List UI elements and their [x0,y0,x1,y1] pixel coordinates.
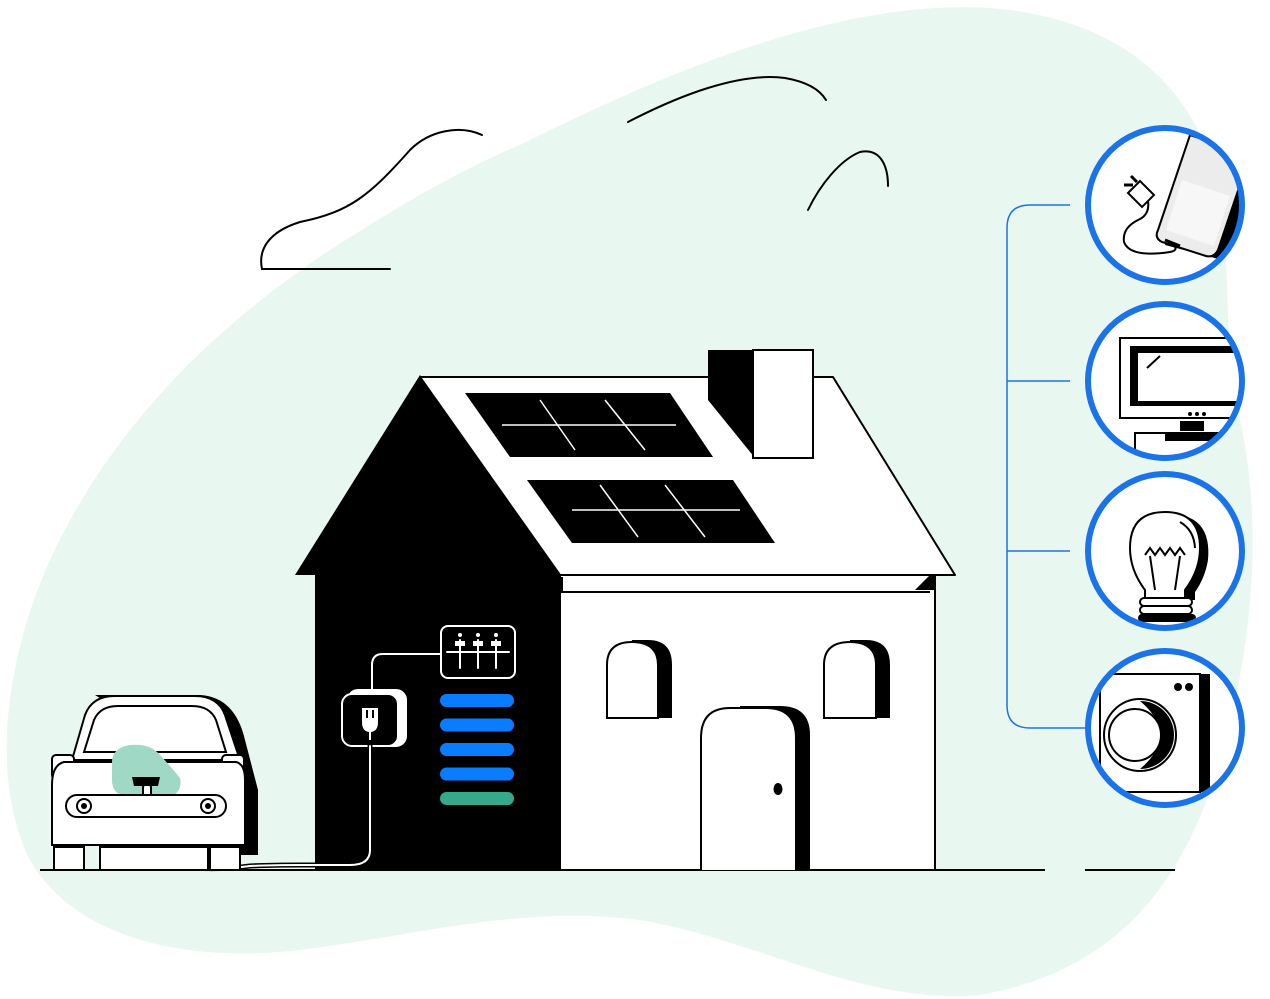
battery-segment-green [440,792,514,805]
solar-panel [527,480,775,543]
battery-segment-blue [440,767,514,781]
house [295,349,956,871]
car-charge-port-glow [112,744,181,799]
wall-charger [341,689,407,747]
battery-segment-blue [440,694,514,707]
house-door [700,706,810,870]
house-window [606,640,672,719]
chimney [708,349,814,459]
electric-meter [440,625,516,679]
phone-charger-icon [1085,125,1245,285]
charger-meter-wire [371,653,441,690]
plug-socket-icon [362,708,378,740]
light-bulb-icon [1085,471,1245,631]
door-knob [773,783,783,795]
television-icon [1085,301,1245,461]
cloud [260,76,889,270]
solar-panel [465,393,713,457]
battery-segment-blue [440,718,514,732]
house-window [823,640,890,719]
electric-car [51,695,258,871]
battery-segment-blue [440,743,514,756]
appliance-connector-lines [1006,204,1088,729]
washing-machine-icon [1085,648,1245,808]
home-battery [440,694,514,805]
